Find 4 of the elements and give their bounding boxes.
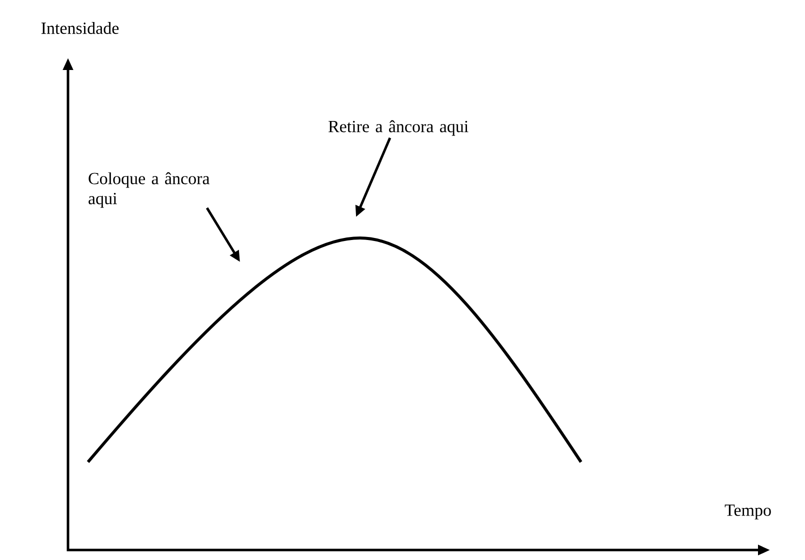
- axis-label: Intensidade: [41, 22, 119, 34]
- annotation-text: Retire a âncora aqui: [328, 120, 468, 136]
- annotation-text: Coloque a âncora aqui: [88, 172, 210, 208]
- axis-label: Tempo: [724, 504, 771, 520]
